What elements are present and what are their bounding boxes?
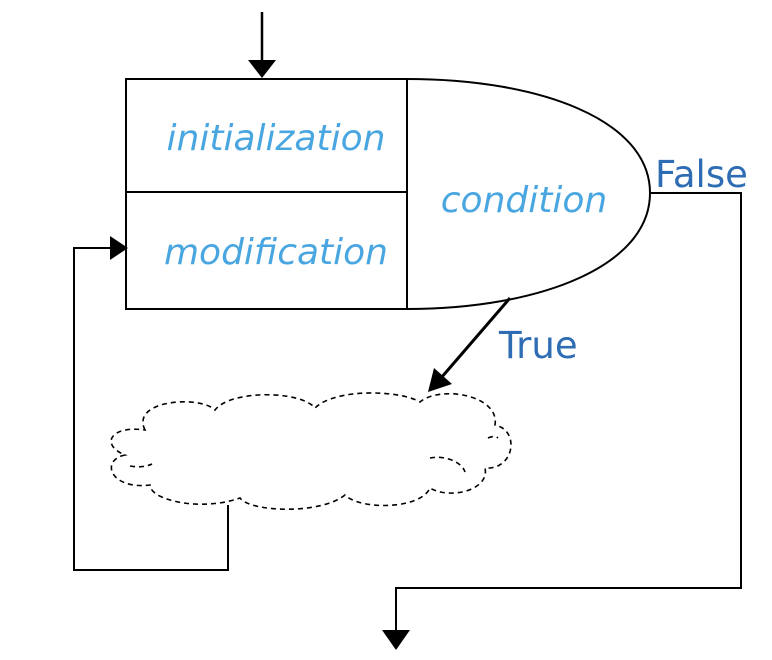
modification-label: modification	[164, 232, 388, 273]
condition-label: condition	[441, 180, 607, 221]
condition-shape	[406, 78, 652, 310]
loop-body-cloud	[110, 392, 512, 510]
false-label: False	[655, 153, 748, 196]
initialization-label: initialization	[167, 118, 386, 159]
true-arrow	[428, 297, 512, 392]
modification-box	[125, 191, 408, 310]
true-label: True	[498, 324, 578, 367]
loop-back-path	[73, 236, 229, 571]
false-path	[382, 192, 742, 650]
entry-arrow	[248, 12, 276, 78]
